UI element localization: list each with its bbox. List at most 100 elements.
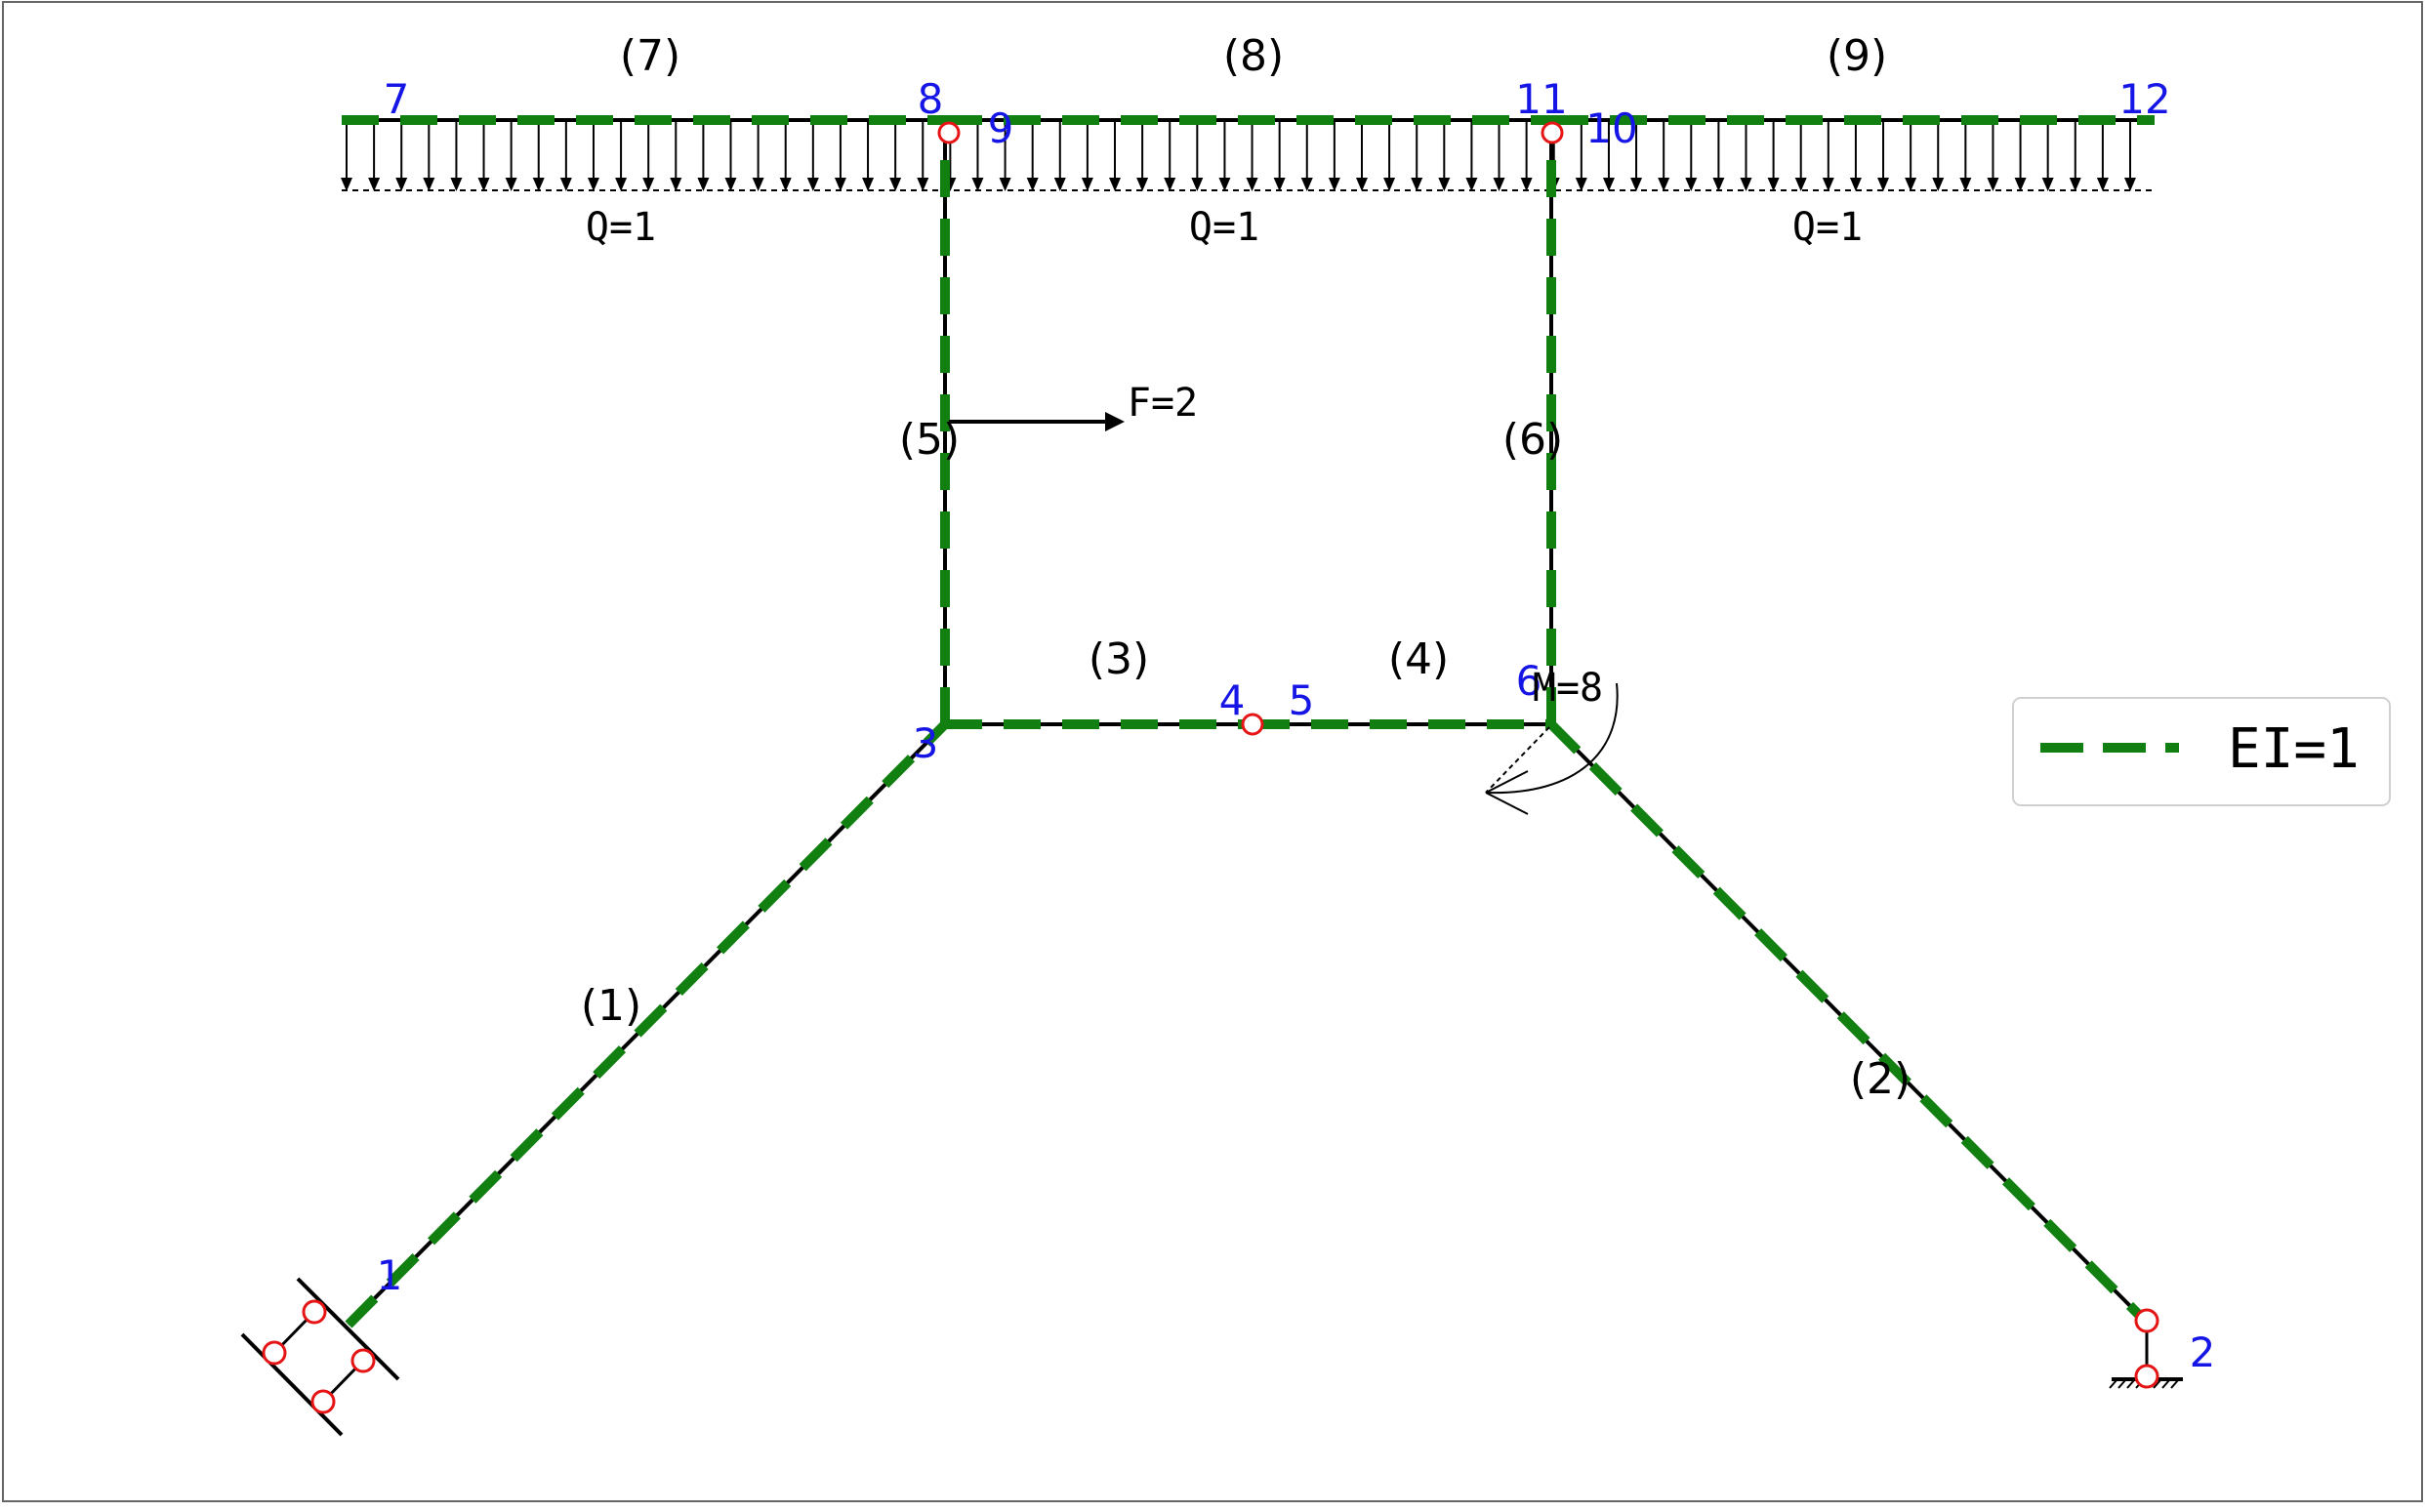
load-arrow-head xyxy=(1328,178,1340,191)
distributed-load-label-9: Q=1 xyxy=(1792,205,1863,250)
load-arrow-head xyxy=(752,178,764,191)
load-arrow-head xyxy=(1712,178,1725,191)
node-label-5: 5 xyxy=(1289,676,1315,724)
distributed-load-label-7: Q=1 xyxy=(586,205,656,250)
load-arrow-head xyxy=(1959,178,1972,191)
member-1-ei xyxy=(345,720,949,1328)
member-2-ei xyxy=(1547,720,2149,1325)
moment-arrowhead-a xyxy=(1485,770,1529,794)
support-2-pin-top xyxy=(2134,1308,2159,1333)
member-label-9: (9) xyxy=(1827,31,1887,81)
node-label-8: 8 xyxy=(918,75,944,123)
load-arrow-head xyxy=(341,178,352,191)
load-arrow-head xyxy=(999,178,1011,191)
member-label-8: (8) xyxy=(1223,31,1284,81)
member-label-2: (2) xyxy=(1850,1054,1911,1104)
load-arrow-head xyxy=(889,178,902,191)
legend-label: EI=1 xyxy=(2228,717,2360,781)
ground-hatch-line xyxy=(2126,1379,2135,1389)
load-arrow-head xyxy=(532,178,545,191)
support-node-2 xyxy=(2109,1308,2183,1389)
load-arrow-head xyxy=(1794,178,1807,191)
load-arrow-head xyxy=(1658,178,1670,191)
load-arrow-head xyxy=(971,178,984,191)
load-arrow-head xyxy=(1465,178,1478,191)
ei-dashed-overlay xyxy=(342,115,2155,1328)
load-arrow-head xyxy=(1438,178,1451,191)
support-1-pin-a2 xyxy=(262,1340,287,1366)
node-label-1: 1 xyxy=(377,1251,403,1299)
node-label-2: 2 xyxy=(2190,1328,2216,1376)
distributed-load-label-8: Q=1 xyxy=(1189,205,1259,250)
load-arrow-head xyxy=(1053,178,1066,191)
load-arrow-head xyxy=(1822,178,1834,191)
node-label-11: 11 xyxy=(1515,75,1567,123)
load-arrow-head xyxy=(1685,178,1698,191)
member-label-3: (3) xyxy=(1089,634,1149,684)
moment-arrowhead-b xyxy=(1485,792,1529,815)
ground-hatch-line xyxy=(2161,1379,2170,1389)
load-arrow-head xyxy=(2124,178,2136,191)
load-arrow-head xyxy=(779,178,792,191)
hinge-node-8-9 xyxy=(937,121,961,144)
load-arrow-head xyxy=(1273,178,1286,191)
load-arrow-head xyxy=(1849,178,1862,191)
node-label-12: 12 xyxy=(2118,75,2170,123)
load-arrow-head xyxy=(1905,178,1917,191)
node-label-6: 6 xyxy=(1516,657,1542,705)
load-arrow-head xyxy=(670,178,682,191)
load-arrow-head xyxy=(2041,178,2054,191)
member-label-1: (1) xyxy=(581,981,641,1031)
support-1-pin-b1 xyxy=(350,1348,376,1373)
hinge-node-4-5 xyxy=(1241,713,1264,736)
load-arrow-head xyxy=(1932,178,1945,191)
load-arrow-head xyxy=(724,178,737,191)
distributed-load-arrows xyxy=(341,120,2136,191)
node-label-4: 4 xyxy=(1219,676,1246,724)
ground-hatch-line xyxy=(2153,1379,2161,1389)
support-node-1 xyxy=(240,1277,400,1437)
node-labels: 1 2 3 4 5 6 7 8 9 10 11 12 xyxy=(377,75,2216,1376)
load-arrow-head xyxy=(2069,178,2081,191)
load-arrow-head xyxy=(1355,178,1368,191)
load-arrow-head xyxy=(450,178,463,191)
load-arrow-head xyxy=(1602,178,1615,191)
force-arrow xyxy=(949,412,1125,431)
load-arrow-head xyxy=(806,178,819,191)
load-arrow-head xyxy=(1411,178,1423,191)
load-arrow-head xyxy=(1630,178,1643,191)
load-arrow-head xyxy=(587,178,599,191)
load-arrow-head xyxy=(1383,178,1396,191)
load-arrow-head xyxy=(1300,178,1313,191)
member-label-5: (5) xyxy=(899,415,960,465)
load-arrow-head xyxy=(559,178,572,191)
load-arrow-head xyxy=(697,178,710,191)
load-arrow-head xyxy=(395,178,408,191)
node-label-7: 7 xyxy=(384,75,410,123)
hinges xyxy=(937,121,1564,736)
support-2-pin-bottom xyxy=(2134,1364,2159,1389)
ground-hatch-line xyxy=(2170,1379,2179,1389)
load-arrow-head xyxy=(862,178,875,191)
load-arrow-head xyxy=(1877,178,1890,191)
moment-arc xyxy=(1485,682,1619,795)
load-arrow-head xyxy=(1246,178,1258,191)
load-arrow-head xyxy=(1164,178,1176,191)
load-arrow-head xyxy=(642,178,655,191)
moment-dashed-guide xyxy=(1485,726,1550,794)
load-arrow-head xyxy=(834,178,846,191)
support-1-pin-a1 xyxy=(302,1299,327,1325)
node-label-10: 10 xyxy=(1585,104,1637,152)
support-1-surface-inner xyxy=(240,1332,344,1437)
load-arrow-head xyxy=(477,178,490,191)
node-label-3: 3 xyxy=(913,719,939,767)
moment-arrow xyxy=(1485,682,1619,815)
legend: EI=1 xyxy=(2012,697,2391,806)
load-arrow-head xyxy=(1136,178,1149,191)
moment-label: M=8 xyxy=(1533,666,1603,711)
load-arrow-head xyxy=(1026,178,1039,191)
load-arrow-head xyxy=(368,178,381,191)
load-arrow-head xyxy=(1218,178,1231,191)
